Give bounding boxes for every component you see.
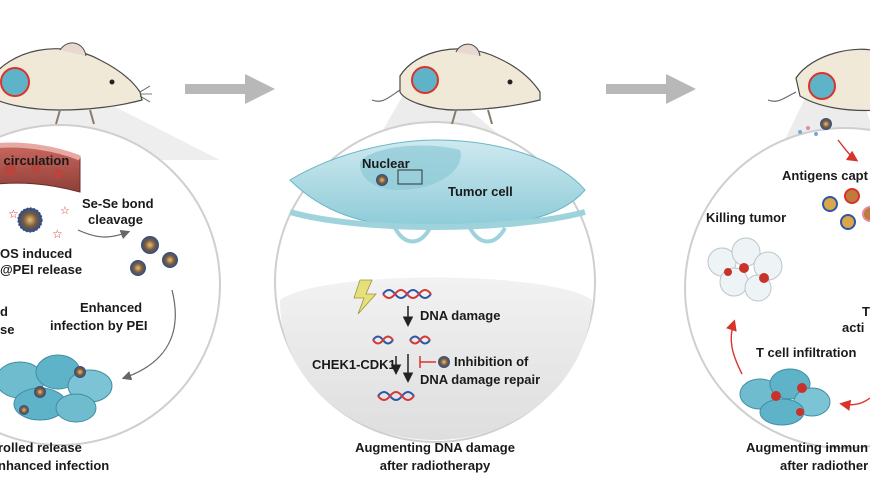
tumor-on-mouse-3	[808, 72, 836, 100]
label-circulation: d circulation	[0, 153, 69, 168]
dna-intact	[382, 289, 432, 299]
label-left-2: se	[0, 322, 14, 337]
flow-arrow-2	[606, 74, 696, 104]
tumor-cluster-1	[0, 354, 113, 423]
arrow-antigen-red	[837, 139, 859, 162]
label-sese-1: Se-Se bond	[82, 196, 154, 211]
antigen-presenting-cells	[822, 188, 870, 230]
label-enhanced-2: infection by PEI	[50, 318, 148, 333]
dna-broken	[372, 335, 431, 345]
label-dna-damage: DNA damage	[420, 308, 500, 323]
tumor-on-mouse-2	[411, 66, 439, 94]
label-killing-tumor: Killing tumor	[706, 210, 786, 225]
arrow-to-tumor-1	[121, 289, 176, 381]
label-t-2: acti	[842, 320, 864, 335]
caption-1-line-2: nhanced infection	[0, 458, 109, 473]
mouse-illustration-1	[0, 42, 152, 125]
caption-1-line-1: rolled release	[0, 440, 82, 455]
label-sese-2: cleavage	[88, 212, 143, 227]
panel-1: d circulation ☆ ☆ ☆ Se-Se bond cleavage …	[0, 42, 221, 473]
killed-tumor-cluster	[707, 237, 783, 302]
mouse-illustration-2	[371, 43, 541, 125]
arrow-infiltration-red	[726, 319, 743, 375]
arrow-activation-red	[839, 397, 870, 411]
dna-damaged-strand	[377, 391, 415, 401]
label-antigens: Antigens capt	[782, 168, 869, 183]
tumor-cell	[289, 139, 586, 244]
cytoplasm-region	[280, 277, 592, 440]
caption-3-line-2: after radiother	[780, 458, 868, 473]
blood-vessel	[0, 142, 81, 193]
label-tcell-infiltration: T cell infiltration	[756, 345, 856, 360]
ros-star-icon: ☆	[8, 207, 19, 221]
label-t-1: T	[862, 304, 870, 319]
label-tumor-cell: Tumor cell	[448, 184, 513, 199]
inhibition-bar	[419, 356, 436, 368]
mouse-illustration-3	[767, 48, 870, 112]
ros-star-icon-2: ☆	[52, 227, 63, 241]
ros-star-icon-3: ☆	[60, 205, 70, 217]
label-inhibition-1: Inhibition of	[454, 354, 529, 369]
panel-2: Nuclear Tumor cell DNA damage CHEK1-CDK1…	[274, 43, 596, 473]
antigen-particles	[798, 118, 832, 136]
label-ros-1: OS induced	[0, 246, 72, 261]
label-left-1: d	[0, 304, 8, 319]
arrow-to-cleavage	[77, 229, 131, 240]
caption-2-line-2: after radiotherapy	[380, 458, 491, 473]
nanoparticle-icon	[438, 356, 450, 368]
caption-3-line-1: Augmenting immun	[746, 440, 868, 455]
tumor-on-mouse-1	[0, 67, 30, 97]
tumor-cluster-3	[739, 368, 831, 426]
label-chek: CHEK1-CDK1	[312, 357, 396, 372]
flow-arrow-1	[185, 74, 275, 104]
label-enhanced-1: Enhanced	[80, 300, 142, 315]
caption-2-line-1: Augmenting DNA damage	[355, 440, 515, 455]
label-inhibition-2: DNA damage repair	[420, 372, 540, 387]
label-ros-2: @PEI release	[0, 262, 82, 277]
label-nuclear: Nuclear	[362, 156, 410, 171]
nanoparticles-released: ☆ ☆ ☆	[8, 205, 178, 276]
panel-3: Antigens capt Killing tumor T acti T cel…	[684, 48, 870, 473]
radiation-lightning-icon	[353, 279, 377, 315]
nucleus-zoom-box	[397, 169, 423, 185]
